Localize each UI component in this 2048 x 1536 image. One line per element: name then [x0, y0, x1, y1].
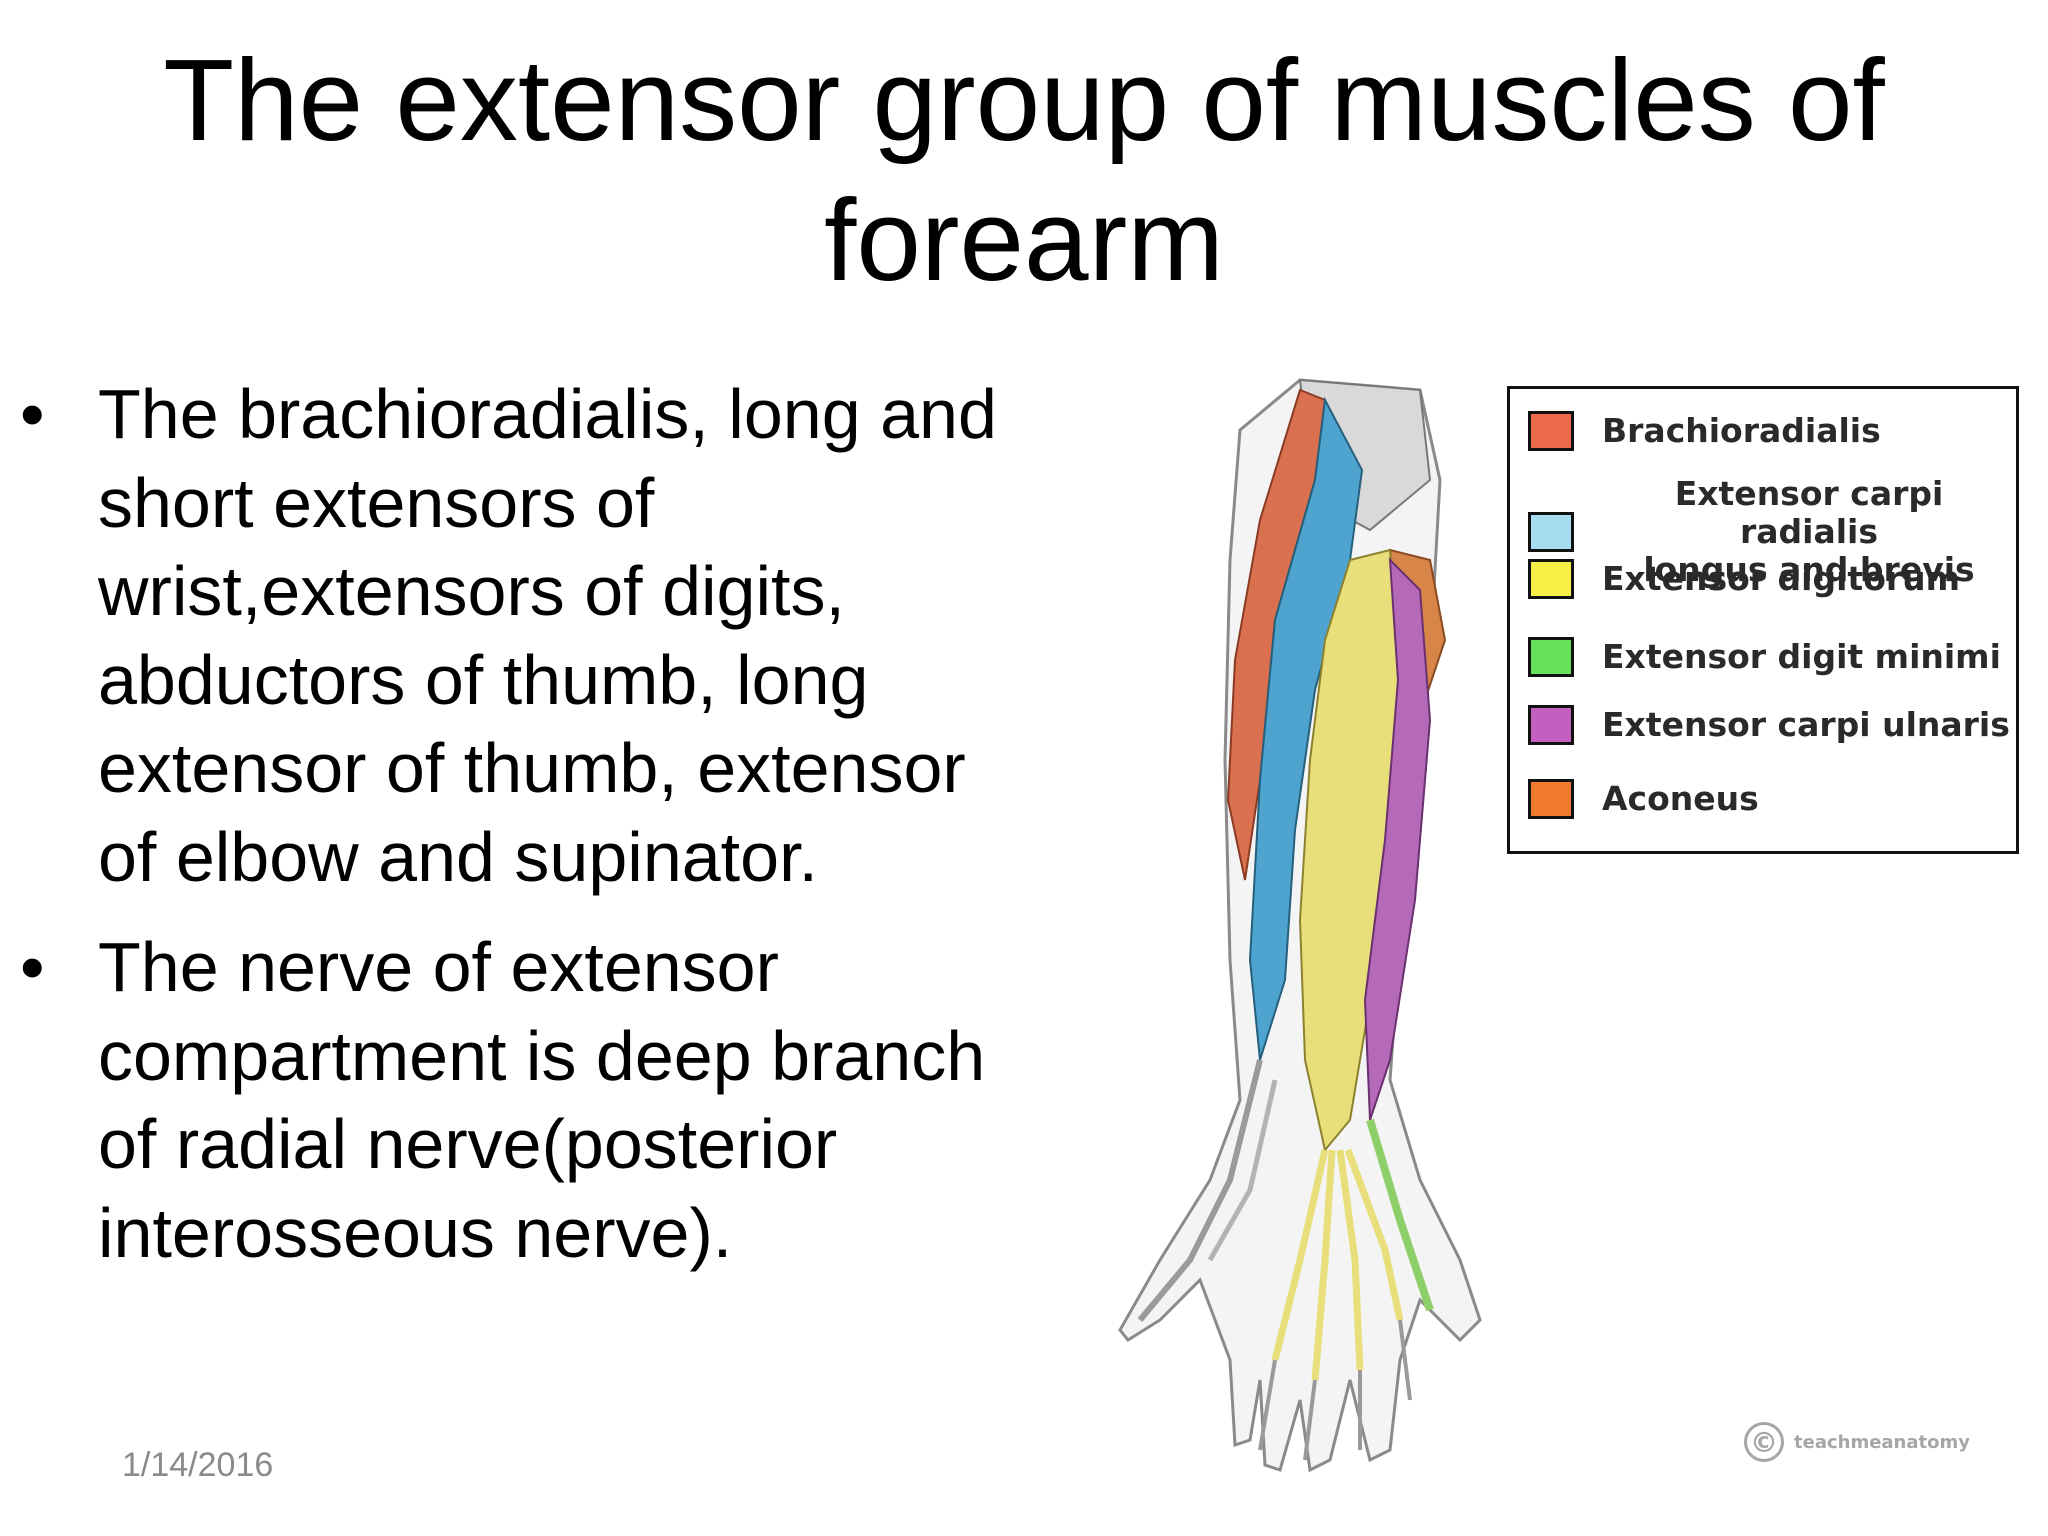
legend-swatch [1528, 411, 1574, 451]
extensor-carpi-radialis-muscle [1248, 396, 1364, 1061]
legend-label-line: longus and brevis [1643, 550, 1975, 589]
legend-label-line: Extensor carpi ulnaris [1602, 705, 2010, 744]
thumb-tendon [1207, 1079, 1278, 1262]
bullet-marker: • [20, 375, 45, 453]
forearm-illustration [1118, 378, 1482, 1473]
legend-label: Extensor digit minimi [1602, 638, 2001, 676]
bullet-2-line: The nerve of extensor [98, 928, 779, 1006]
bullet-list: • The brachioradialis, long and short ex… [20, 370, 1100, 1299]
bullet-2-line: of radial nerve(posterior [98, 1105, 838, 1183]
digitorum-tendon [1311, 1149, 1336, 1381]
legend-label-line: Extensor carpi radialis [1674, 474, 1944, 551]
legend-item-brachioradialis: Brachioradialis [1528, 411, 1881, 451]
legend-item-extensor-carpi-ulnaris: Extensor carpi ulnaris [1528, 705, 2010, 745]
legend-swatch [1528, 637, 1574, 677]
legend-label-line: Extensor digitorum [1602, 559, 1961, 598]
bullet-1-line: short extensors of [98, 463, 655, 542]
digitorum-tendon [1344, 1148, 1404, 1321]
bullet-1-line: wrist,extensors of digits, [98, 552, 845, 630]
bullet-1-line: abductors of thumb, long [98, 640, 869, 719]
legend-label-line: Aconeus [1602, 779, 1759, 818]
legend-label: Extensor carpi radialis longus and brevi… [1602, 475, 2016, 589]
bullet-1-line: extensor of thumb, extensor [98, 729, 966, 807]
digitorum-tendon [1336, 1149, 1364, 1371]
legend-swatch [1528, 559, 1574, 599]
digitorum-tendon [1271, 1149, 1329, 1361]
legend-swatch [1528, 705, 1574, 745]
finger-bones [1258, 1319, 1412, 1461]
title-line-2: forearm [824, 175, 1224, 305]
legend-item-extensor-carpi-radialis: Extensor carpi radialis longus and brevi… [1528, 475, 2016, 589]
legend-item-anconeus: Aconeus [1528, 779, 1759, 819]
bullet-marker: • [20, 928, 45, 1006]
bullet-2-line: interosseous nerve). [98, 1193, 733, 1272]
bullet-2-line: compartment is deep branch [98, 1016, 986, 1095]
legend-item-extensor-digiti-minimi: Extensor digit minimi [1528, 637, 2001, 677]
legend-label: Extensor carpi ulnaris [1602, 706, 2010, 744]
legend-swatch [1528, 512, 1574, 552]
legend-item-extensor-digitorum: Extensor digitorum [1528, 559, 1960, 599]
slide-date: 1/14/2016 [122, 1446, 274, 1484]
muscle-legend: Brachioradialis Extensor carpi radialis … [1507, 386, 2019, 854]
copyright-icon: © [1744, 1422, 1784, 1462]
thumb-tendon [1137, 1059, 1263, 1322]
legend-swatch [1528, 779, 1574, 819]
legend-label: Extensor digitorum [1602, 560, 1960, 598]
bullet-1-line: of elbow and supinator. [98, 817, 818, 896]
extensor-carpi-ulnaris-muscle [1363, 557, 1432, 1121]
bullet-text-1: The brachioradialis, long and short exte… [98, 370, 1100, 901]
legend-label: Brachioradialis [1602, 412, 1881, 450]
bullet-text-2: The nerve of extensor compartment is dee… [98, 923, 1100, 1277]
legend-label: Aconeus [1602, 780, 1759, 818]
title-line-1: The extensor group of muscles of [163, 35, 1885, 165]
extensor-digiti-minimi-tendon [1366, 1118, 1434, 1312]
watermark: © teachmeanatomy [1744, 1422, 1970, 1462]
legend-label-line: Brachioradialis [1602, 411, 1881, 450]
legend-label-line: Extensor digit minimi [1602, 637, 2001, 676]
watermark-brand: teachmeanatomy [1794, 1431, 1970, 1453]
bullet-item-2: • The nerve of extensor compartment is d… [20, 923, 1100, 1277]
slide-title: The extensor group of muscles of forearm [0, 30, 2048, 310]
bullet-1-line: The brachioradialis, long and [98, 375, 997, 453]
bullet-item-1: • The brachioradialis, long and short ex… [20, 370, 1100, 901]
